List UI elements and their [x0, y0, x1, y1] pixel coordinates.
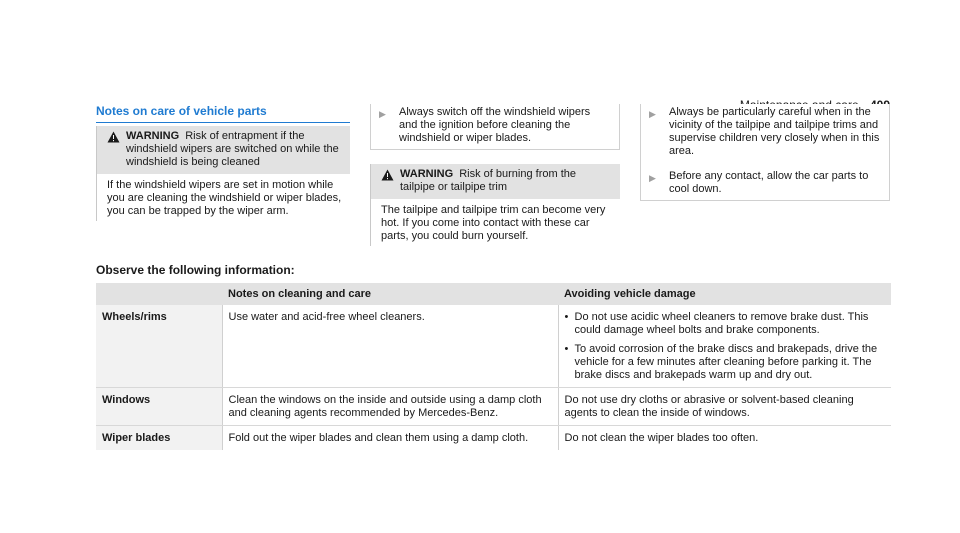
column-1: WARNING Risk of entrapment if the windsh… — [96, 126, 350, 221]
column-2: ▶ Always switch off the windshield wiper… — [370, 104, 620, 246]
care-cell: Clean the windows on the inside and outs… — [222, 387, 559, 426]
care-cell: Fold out the wiper blades and clean them… — [222, 425, 559, 450]
table-row: Wiper blades Fold out the wiper blades a… — [96, 425, 891, 450]
warning-triangle-icon — [107, 131, 120, 147]
warning-label: WARNING — [126, 130, 180, 142]
tip-box-wipers: ▶ Always switch off the windshield wiper… — [370, 104, 620, 150]
avoid-cell: Do not clean the wiper blades too often. — [564, 432, 759, 444]
care-cell: Use water and acid-free wheel cleaners. — [222, 305, 559, 388]
arrow-right-icon: ▶ — [649, 109, 656, 119]
warning-box-wipers: WARNING Risk of entrapment if the windsh… — [96, 126, 350, 221]
tip-box-tailpipe: ▶ Always be particularly careful when in… — [640, 104, 890, 201]
warning-heading: Risk of burning from the tailpipe or tai… — [400, 168, 577, 193]
row-label: Wiper blades — [96, 425, 223, 450]
row-label: Wheels/rims — [96, 305, 223, 388]
table-header-row: Notes on cleaning and care Avoiding vehi… — [96, 283, 891, 305]
table-row: Windows Clean the windows on the inside … — [96, 387, 891, 426]
list-item: •To avoid corrosion of the brake discs a… — [564, 343, 878, 381]
warning-heading: Risk of entrapment if the windshield wip… — [126, 130, 339, 168]
row-label: Windows — [96, 387, 223, 426]
avoid-cell: •Do not use acidic wheel cleaners to rem… — [558, 305, 891, 388]
warning-body: The tailpipe and tailpipe trim can becom… — [371, 199, 620, 246]
tip-text: Always be particularly careful when in t… — [669, 106, 880, 157]
tip-item: ▶ Always switch off the windshield wiper… — [371, 104, 619, 149]
tip-item: ▶ Always be particularly careful when in… — [641, 104, 889, 162]
warning-header: WARNING Risk of entrapment if the windsh… — [97, 126, 350, 174]
list-item: •Do not use acidic wheel cleaners to rem… — [564, 311, 869, 336]
tip-text: Always switch off the windshield wipers … — [399, 106, 591, 144]
section-title: Notes on care of vehicle parts — [96, 104, 350, 123]
tip-item: ▶ Before any contact, allow the car part… — [641, 168, 889, 200]
table-row: Wheels/rims Use water and acid-free whee… — [96, 305, 891, 388]
column-3: ▶ Always be particularly careful when in… — [640, 104, 890, 201]
warning-label: WARNING — [400, 168, 454, 180]
arrow-right-icon: ▶ — [649, 173, 656, 183]
warning-triangle-icon — [381, 169, 394, 185]
bullet-icon: • — [564, 311, 569, 323]
warning-header: WARNING Risk of burning from the tailpip… — [371, 164, 620, 199]
arrow-right-icon: ▶ — [379, 109, 386, 119]
avoid-cell: Do not use dry cloths or abrasive or sol… — [558, 387, 891, 426]
table-header-cell: Notes on cleaning and care — [222, 283, 558, 305]
table-header-cell — [96, 283, 222, 305]
care-table: Notes on cleaning and care Avoiding vehi… — [96, 283, 891, 450]
table-header-cell: Avoiding vehicle damage — [558, 283, 891, 305]
tip-text: Before any contact, allow the car parts … — [669, 170, 869, 195]
warning-box-tailpipe: WARNING Risk of burning from the tailpip… — [370, 164, 620, 246]
bullet-icon: • — [564, 343, 569, 355]
observe-heading: Observe the following information: — [96, 263, 295, 277]
warning-body: If the windshield wipers are set in moti… — [97, 174, 350, 221]
